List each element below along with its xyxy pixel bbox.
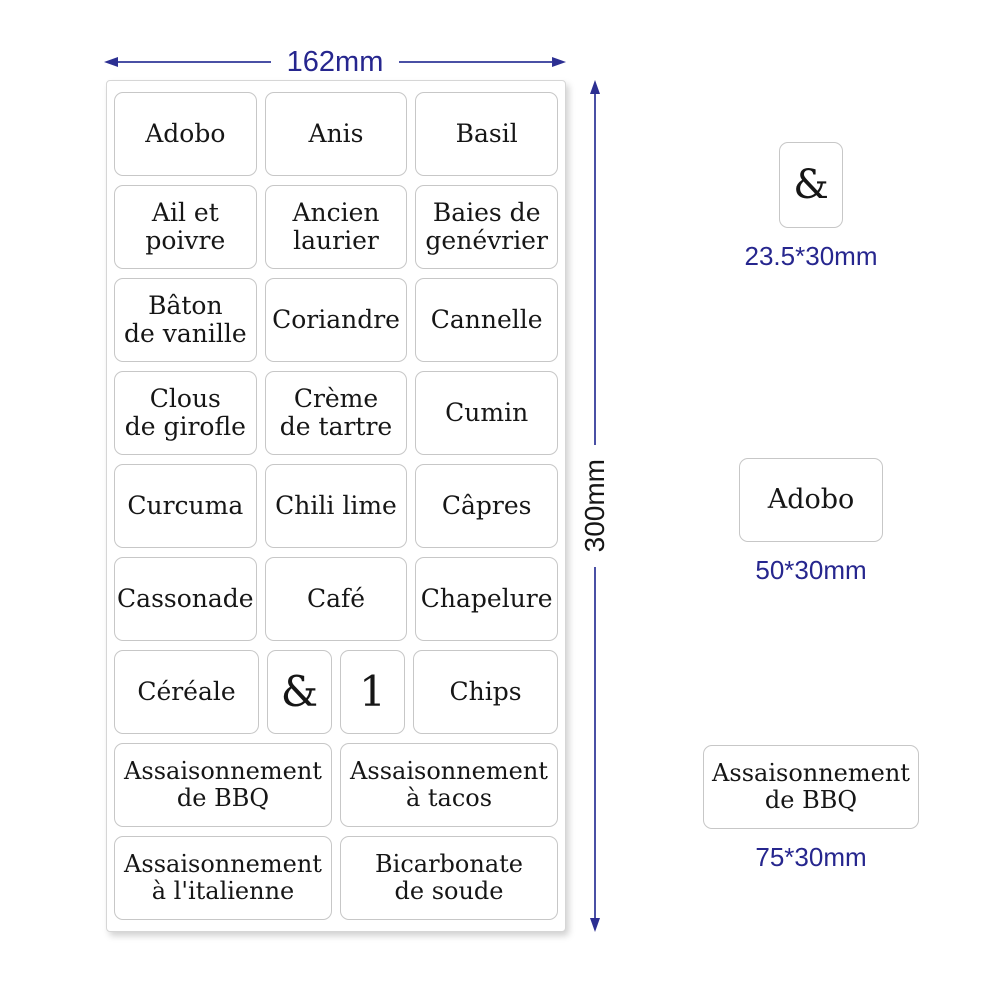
label-cell: Café xyxy=(264,557,408,641)
size-sample-small: & 23.5*30mm xyxy=(744,142,878,271)
label-row: Ail et poivre Ancien laurier Baies de ge… xyxy=(114,185,559,269)
size-sample-large: Assaisonnement de BBQ 75*30mm xyxy=(703,745,919,870)
label-cell: Cassonade xyxy=(114,557,257,641)
label-cell: Bicarbonate de soude xyxy=(340,836,558,920)
arrowhead-left-icon xyxy=(104,57,118,67)
label-cell: Crème de tartre xyxy=(264,371,408,455)
label-cell: Chapelure xyxy=(415,557,559,641)
label-row: Cassonade Café Chapelure xyxy=(114,557,559,641)
sample-label: Adobo xyxy=(739,458,883,542)
label-cell: Chips xyxy=(413,650,558,734)
label-cell: Coriandre xyxy=(264,278,408,362)
label-row: Clous de girofle Crème de tartre Cumin xyxy=(114,371,559,455)
arrowhead-down-icon xyxy=(590,918,600,932)
label-cell: Assaisonnement à tacos xyxy=(340,743,558,827)
label-cell: Baies de genévrier xyxy=(415,185,559,269)
label-row: Curcuma Chili lime Câpres xyxy=(114,464,559,548)
label-cell: Cannelle xyxy=(415,278,559,362)
label-cell: Céréale xyxy=(114,650,259,734)
label-row: Céréale & 1 Chips xyxy=(114,650,558,734)
dimension-line xyxy=(594,566,596,918)
label-cell: Ail et poivre xyxy=(114,185,257,269)
arrowhead-right-icon xyxy=(552,57,567,67)
sample-size-text: 50*30mm xyxy=(755,555,867,585)
size-sample-medium: Adobo 50*30mm xyxy=(739,458,883,583)
label-row: Assaisonnement de BBQ Assaisonnement à t… xyxy=(114,743,558,827)
label-cell: Clous de girofle xyxy=(114,371,257,455)
height-dimension: 300mm xyxy=(579,80,610,932)
sample-label: & xyxy=(779,142,843,228)
arrowhead-up-icon xyxy=(590,80,600,94)
label-cell: Cumin xyxy=(415,371,559,455)
label-row: Assaisonnement à l'italienne Bicarbonate… xyxy=(114,836,558,920)
label-row: Adobo Anis Basil xyxy=(114,92,559,176)
label-cell: Assaisonnement à l'italienne xyxy=(114,836,332,920)
height-dimension-label: 300mm xyxy=(579,459,610,553)
label-cell: Anis xyxy=(264,92,408,176)
width-dimension: 162mm xyxy=(104,45,567,78)
label-cell: Basil xyxy=(415,92,559,176)
label-row: Bâton de vanille Coriandre Cannelle xyxy=(114,278,559,362)
label-cell: Curcuma xyxy=(114,464,257,548)
label-cell: Câpres xyxy=(415,464,559,548)
label-cell: Ancien laurier xyxy=(264,185,408,269)
label-cell-ampersand: & xyxy=(267,650,332,734)
label-cell: Bâton de vanille xyxy=(114,278,257,362)
dimension-line xyxy=(118,61,271,63)
width-dimension-label: 162mm xyxy=(286,45,384,78)
sample-size-text: 23.5*30mm xyxy=(744,241,878,271)
sample-label: Assaisonnement de BBQ xyxy=(703,745,919,829)
dimension-line xyxy=(399,61,553,63)
label-cell: Assaisonnement de BBQ xyxy=(114,743,332,827)
label-cell: Chili lime xyxy=(264,464,408,548)
label-cell-number-one: 1 xyxy=(340,650,405,734)
dimension-line xyxy=(594,94,596,446)
label-cell: Adobo xyxy=(114,92,257,176)
sample-size-text: 75*30mm xyxy=(755,842,867,872)
label-sheet: Adobo Anis Basil Ail et poivre Ancien la… xyxy=(106,80,566,932)
